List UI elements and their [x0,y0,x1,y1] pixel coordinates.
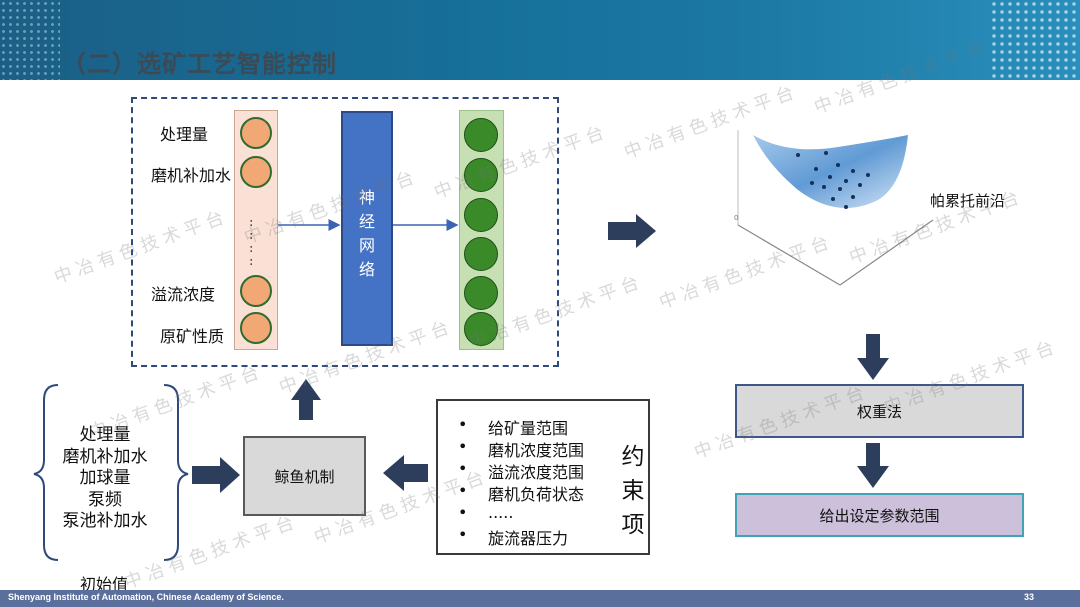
page-number: 33 [1024,592,1034,602]
axis-tick-zero: 0 [734,214,738,222]
constraints-box: 给矿量范围 磨机浓度范围 溢流浓度范围 磨机负荷状态 ..... 旋流器压力 [436,399,650,555]
pareto-surface [753,135,908,208]
y-axis [840,220,933,285]
initial-to-whale-arrow [192,457,240,493]
initial-value-item: 磨机补加水 [50,447,160,469]
x-axis [738,225,840,285]
constraints-to-whale-arrow [383,455,428,491]
initial-value-item: 泵频 [50,490,160,512]
whale-to-network-arrow [291,379,321,420]
footer-institution: Shenyang Institute of Automation, Chines… [8,592,284,602]
to-pareto-arrow [608,214,656,248]
right-brace [164,385,188,560]
initial-value-item: 泵池补加水 [50,511,160,533]
initial-value-item: 加球量 [50,468,160,490]
weight-to-result-arrow [857,443,889,488]
whale-mechanism-box: 鲸鱼机制 [243,436,366,516]
result-box: 给出设定参数范围 [735,493,1024,537]
initial-values-list: 处理量 磨机补加水 加球量 泵频 泵池补加水 [50,425,160,533]
pareto-surface-plot: 0 [728,125,938,295]
pareto-to-weight-arrow [857,334,889,380]
pareto-front-label: 帕累托前沿 [930,190,1005,211]
initial-value-item: 处理量 [50,425,160,447]
weight-method-box: 权重法 [735,384,1024,438]
constraints-title: 约 束 项 [620,440,646,542]
